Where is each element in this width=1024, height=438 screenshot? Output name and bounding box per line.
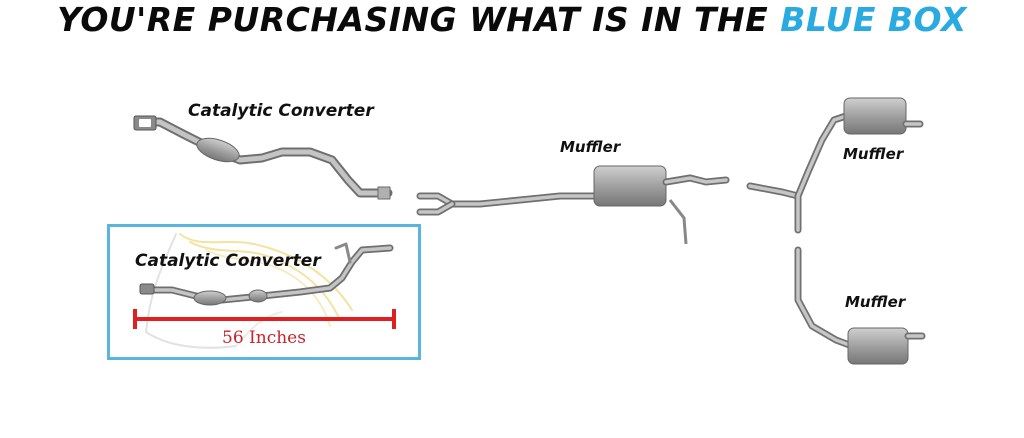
measurement-label: 56 Inches <box>222 328 306 348</box>
rear-pipe-lower <box>794 246 856 350</box>
center-pipe-section <box>416 192 598 216</box>
boxed-catalytic-converter-label: Catalytic Converter <box>135 251 321 271</box>
selected-part-box <box>107 224 421 360</box>
headline: YOU'RE PURCHASING WHAT IS IN THE BLUE BO… <box>0 0 1024 44</box>
rear-y-pipe <box>746 112 850 234</box>
center-muffler <box>593 165 730 245</box>
catalytic-converter-main <box>133 115 393 200</box>
headline-accent: BLUE BOX <box>780 0 967 39</box>
center-muffler-label: Muffler <box>560 138 621 156</box>
measurement-bar <box>133 309 396 329</box>
top-right-muffler-label: Muffler <box>843 145 904 163</box>
catalytic-converter-label: Catalytic Converter <box>188 101 374 121</box>
bottom-right-muffler-label: Muffler <box>845 293 906 311</box>
catalytic-converter-boxed <box>139 242 394 306</box>
muffler-bottom-right <box>847 327 926 365</box>
headline-main: YOU'RE PURCHASING WHAT IS IN THE <box>57 0 781 39</box>
muffler-top-right <box>843 97 924 135</box>
